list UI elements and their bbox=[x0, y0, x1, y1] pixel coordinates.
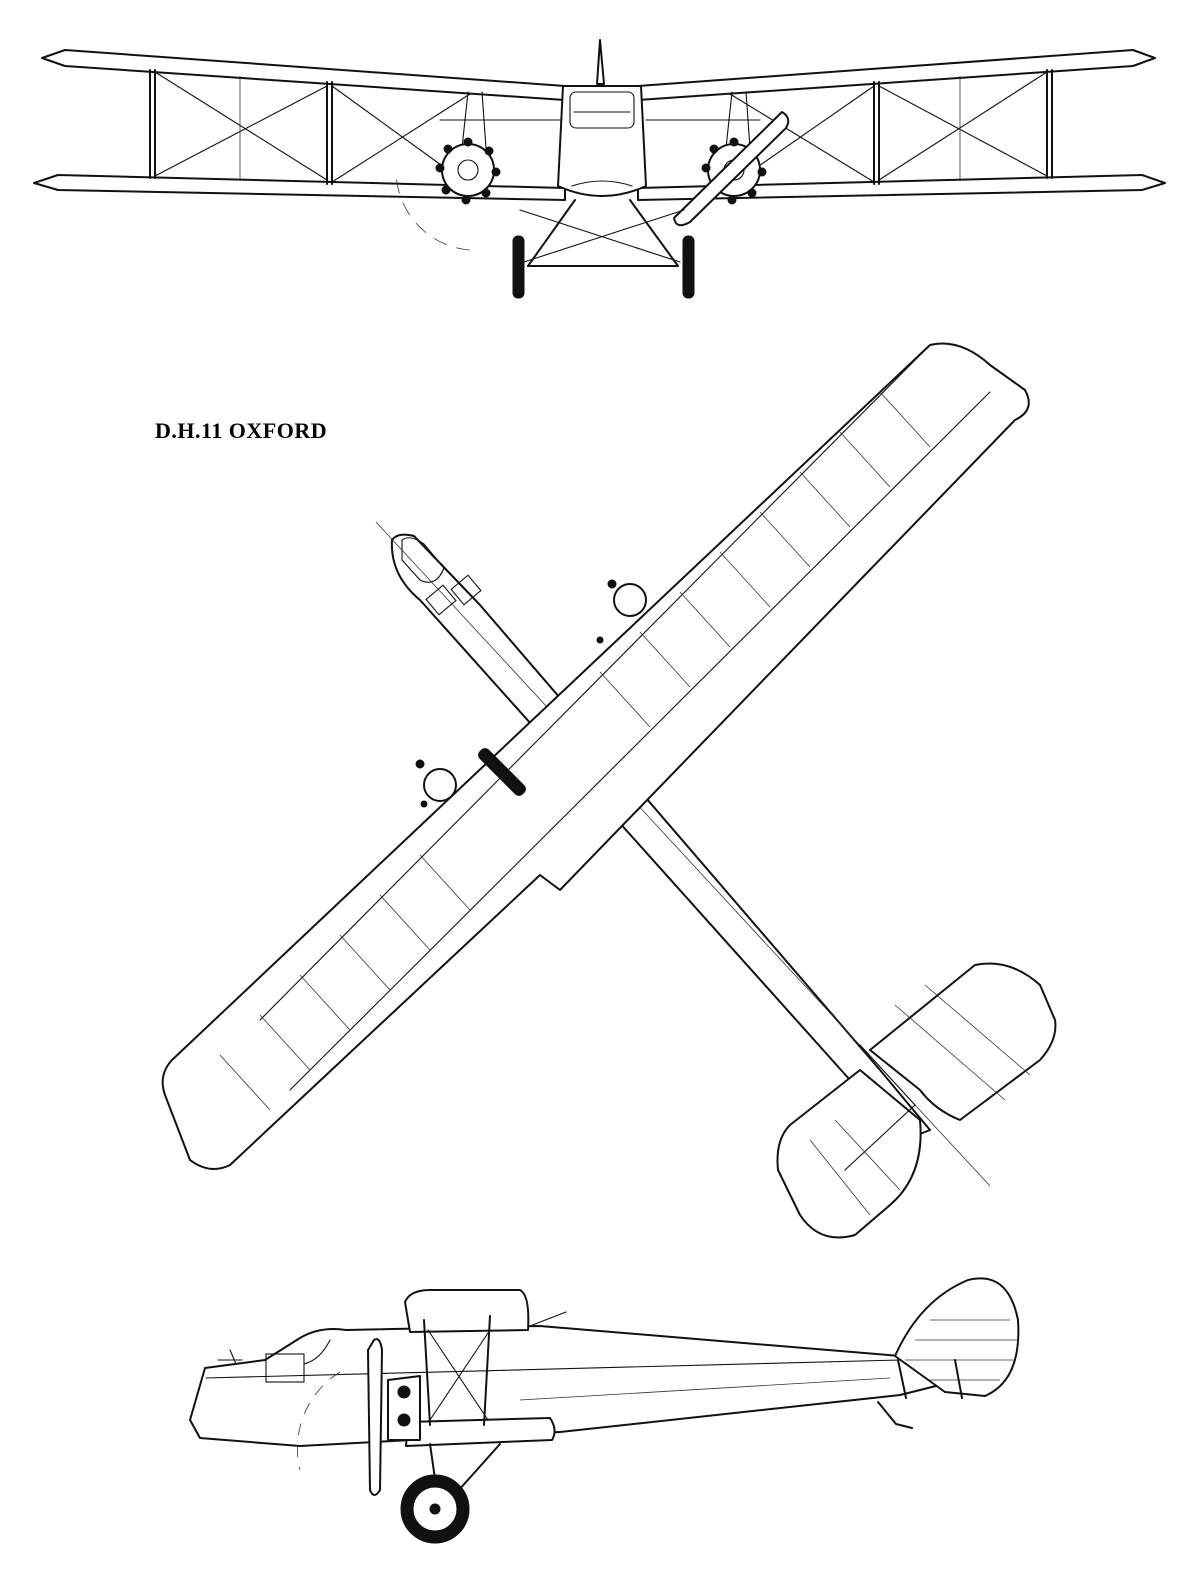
upper-wing-right bbox=[637, 49, 1156, 101]
plan-view bbox=[161, 342, 1057, 1239]
engine-side bbox=[297, 1338, 421, 1496]
side-view bbox=[189, 1277, 1020, 1544]
undercarriage-side bbox=[400, 1443, 501, 1544]
upper-wing-side bbox=[404, 1289, 530, 1333]
tail-side bbox=[877, 1277, 1020, 1429]
lower-wing-left bbox=[33, 174, 566, 201]
propeller-plan bbox=[478, 748, 526, 796]
propeller-front bbox=[673, 111, 790, 227]
lower-wing-right bbox=[637, 174, 1166, 201]
upper-wing-left bbox=[41, 49, 566, 101]
front-view bbox=[33, 39, 1166, 299]
fuselage-side bbox=[189, 1325, 1001, 1447]
fuselage-front bbox=[557, 85, 647, 197]
wing-plan bbox=[161, 342, 1030, 1170]
right-engine-front bbox=[673, 111, 790, 227]
lower-wing-side bbox=[405, 1417, 556, 1447]
propeller-side bbox=[367, 1338, 383, 1496]
aircraft-title: D.H.11 OXFORD bbox=[155, 418, 328, 443]
left-engine-front bbox=[395, 137, 501, 251]
undercarriage-front bbox=[512, 199, 695, 299]
fin-front bbox=[596, 39, 605, 85]
tailplane-plan bbox=[776, 962, 1057, 1239]
engines-plan bbox=[415, 579, 647, 808]
